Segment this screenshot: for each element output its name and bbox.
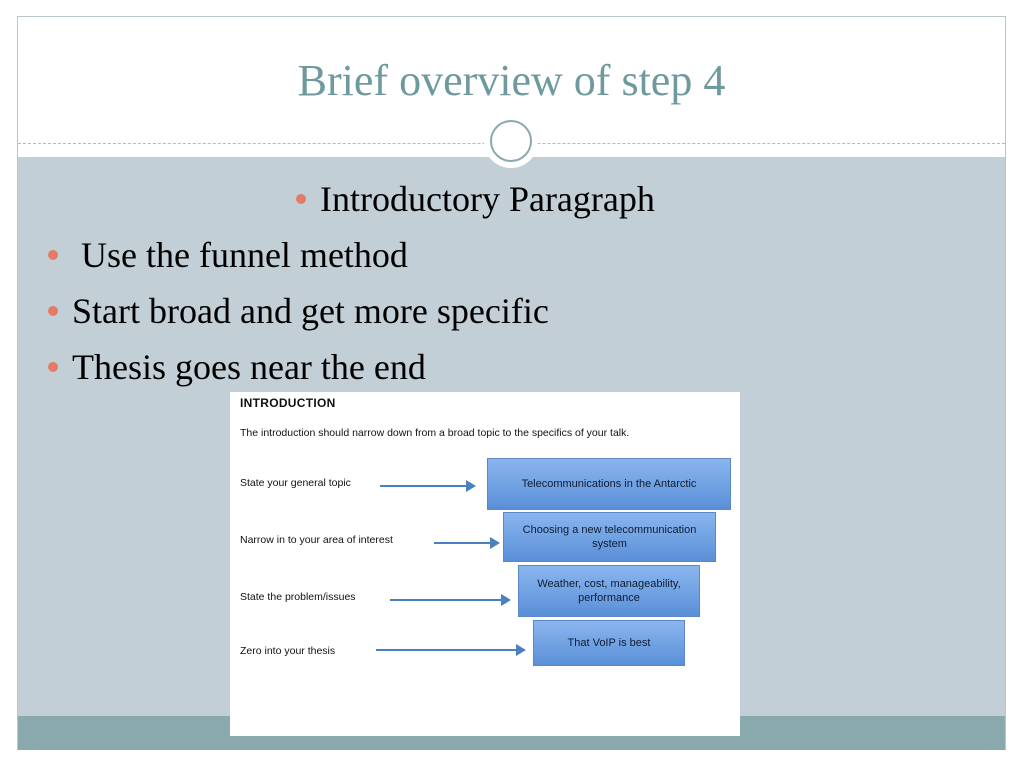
bullet-dot-icon <box>48 361 58 372</box>
row-label: State the problem/issues <box>240 591 356 603</box>
row-label: Zero into your thesis <box>240 645 336 657</box>
funnel-figure: INTRODUCTION The introduction should nar… <box>230 392 740 736</box>
bullet-text: Introductory Paragraph <box>320 179 655 219</box>
circle-ornament-inner <box>490 120 532 162</box>
row-label: Narrow in to your area of interest <box>240 534 393 546</box>
bullet-item: Introductory Paragraph <box>296 178 655 220</box>
circle-ornament-icon <box>484 114 538 168</box>
bullet-item: Use the funnel method <box>48 234 408 276</box>
bullet-text: Thesis goes near the end <box>72 347 426 387</box>
bullet-item: Start broad and get more specific <box>48 290 549 332</box>
funnel-box: Weather, cost, manageability, performanc… <box>518 565 700 617</box>
bullet-item: Thesis goes near the end <box>48 346 426 388</box>
bullet-dot-icon <box>48 305 58 316</box>
funnel-box: Telecommunications in the Antarctic <box>487 458 731 510</box>
bullet-dot-icon <box>48 249 58 260</box>
arrow-right-icon <box>376 644 526 656</box>
arrow-right-icon <box>434 537 500 549</box>
slide: Brief overview of step 4 Introductory Pa… <box>17 16 1006 750</box>
funnel-box: Choosing a new telecommunication system <box>503 512 716 562</box>
arrow-right-icon <box>390 594 511 606</box>
bullet-dot-icon <box>296 193 306 204</box>
bullet-text: Start broad and get more specific <box>72 291 549 331</box>
figure-subtitle: The introduction should narrow down from… <box>240 427 630 439</box>
arrow-right-icon <box>380 480 476 492</box>
bullet-text: Use the funnel method <box>72 235 408 275</box>
funnel-box: That VoIP is best <box>533 620 685 666</box>
title-area: Brief overview of step 4 <box>18 17 1005 143</box>
figure-heading: INTRODUCTION <box>240 396 336 410</box>
slide-title: Brief overview of step 4 <box>297 56 726 105</box>
row-label: State your general topic <box>240 477 351 489</box>
